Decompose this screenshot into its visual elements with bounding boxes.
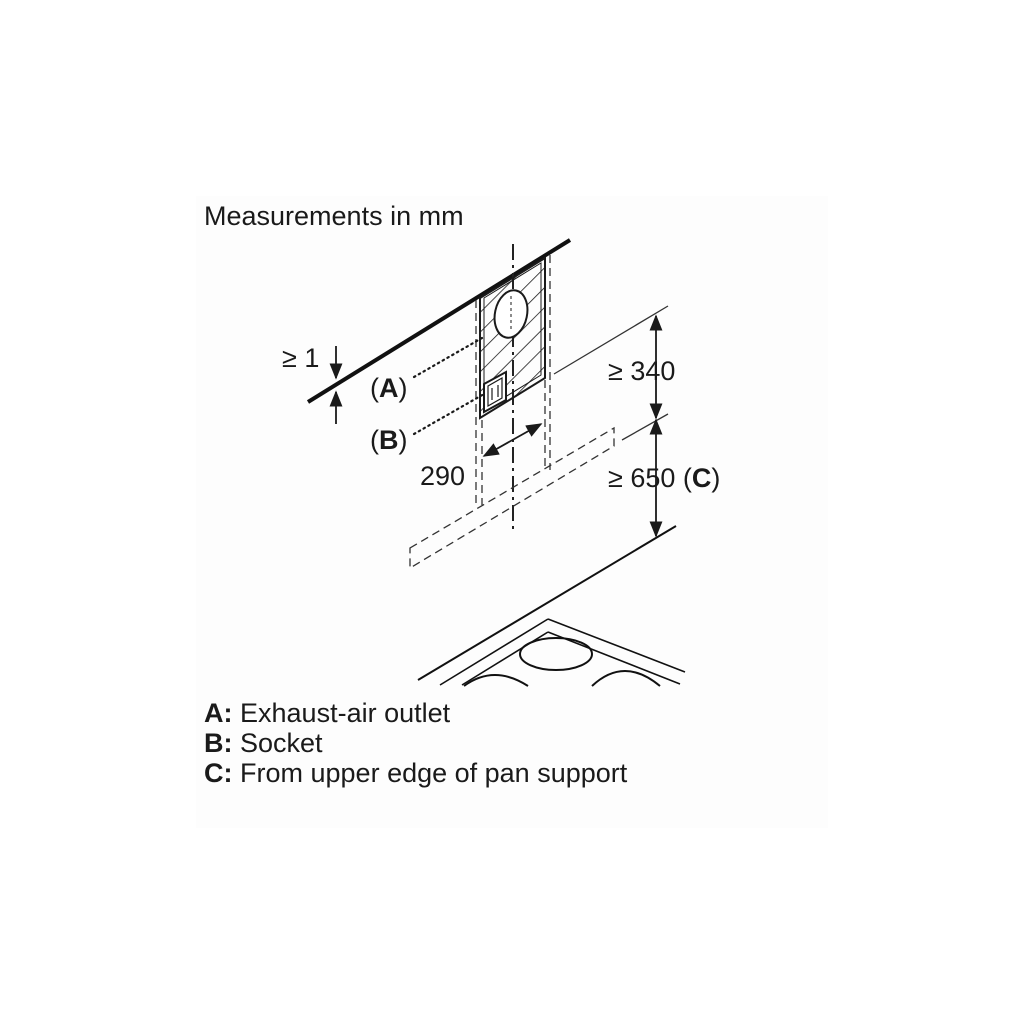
height-bottom-ref: C (691, 463, 712, 493)
callout-b-label: (B) (370, 425, 408, 455)
cooking-zone-back (519, 637, 593, 671)
measurements-heading: Measurements in mm (204, 201, 464, 231)
gap-label: ≥ 1 (282, 343, 320, 373)
width-label: 290 (420, 461, 466, 491)
callout-b-leader (412, 392, 486, 436)
legend-key: C: (204, 758, 233, 788)
callout-b-letter: B (379, 425, 399, 455)
cooking-zone-front-right (591, 670, 661, 687)
hood-outline (409, 426, 615, 570)
height-bottom-value: ≥ 650 (608, 463, 676, 493)
width-dimension-line (482, 423, 543, 457)
hob-back-edge (417, 525, 677, 681)
height-top-label: ≥ 340 (608, 356, 676, 386)
legend-text: From upper edge of pan support (240, 758, 628, 788)
cooking-zone-front-left (463, 674, 529, 687)
ceiling-line (306, 238, 572, 404)
height-bottom-label: ≥ 650 (C) (608, 463, 721, 493)
legend-text: Socket (240, 728, 323, 758)
callout-a-letter: A (379, 373, 399, 403)
legend: A: Exhaust-air outlet B: Socket C: From … (204, 698, 627, 788)
legend-text: Exhaust-air outlet (240, 698, 451, 728)
legend-key: A: (204, 698, 233, 728)
legend-item-b: B: Socket (204, 728, 627, 758)
legend-key: B: (204, 728, 233, 758)
callout-a-leader (412, 336, 484, 379)
callout-a-label: (A) (370, 373, 408, 403)
socket-shape (483, 370, 507, 414)
legend-item-a: A: Exhaust-air outlet (204, 698, 627, 728)
legend-item-c: C: From upper edge of pan support (204, 758, 627, 788)
